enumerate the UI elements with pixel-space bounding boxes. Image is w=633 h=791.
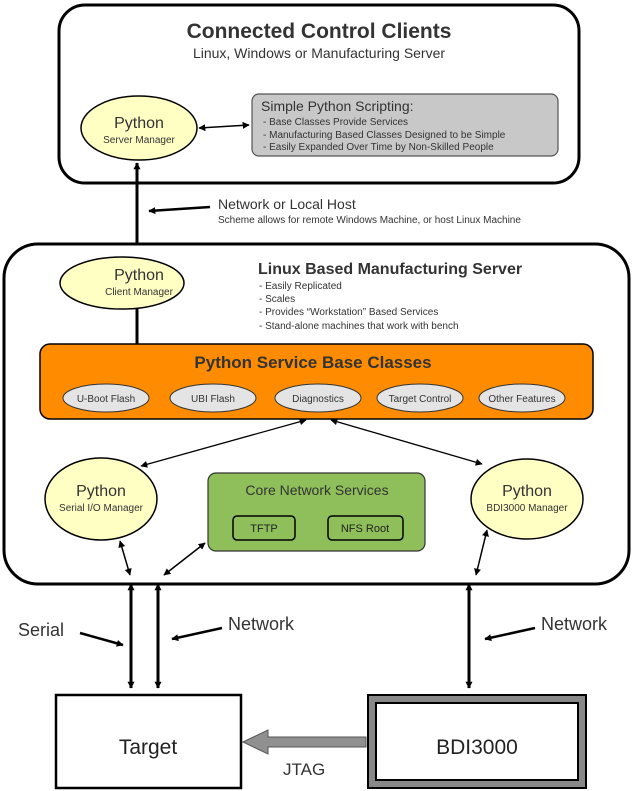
core-network-down-arrow (163, 542, 206, 576)
serial-manager-down-arrow (118, 540, 132, 576)
network-left-label: Network (228, 614, 295, 634)
pill-label: U-Boot Flash (77, 394, 135, 405)
serial-pointer-arrow (79, 631, 124, 647)
bdi-manager-title: Python (502, 483, 552, 500)
network-left-pointer-arrow (171, 626, 223, 642)
diagnostics-bdi-arrow (330, 418, 483, 466)
server-manager-subtitle: Server Manager (103, 135, 175, 146)
tftp-label: TFTP (250, 523, 278, 535)
clients-subtitle: Linux, Windows or Manufacturing Server (193, 45, 445, 61)
network-right-label: Network (541, 614, 608, 634)
client-manager-title: Python (114, 267, 164, 284)
pill-label: Diagnostics (292, 394, 344, 405)
core-network-box: Core Network Services TFTP NFS Root (207, 472, 426, 552)
diagnostics-serial-arrow (140, 418, 307, 468)
base-class-pill: U-Boot Flash (62, 383, 150, 413)
server-bullet: - Provides “Workstation” Based Services (259, 307, 438, 318)
scripting-bullet: - Base Classes Provide Services (263, 117, 408, 128)
scripting-bullet: - Easily Expanded Over Time by Non-Skill… (263, 142, 494, 153)
network-local-title: Network or Local Host (218, 196, 356, 212)
bdi-manager-node: Python BDI3000 Manager (470, 458, 584, 540)
pill-label: Other Features (488, 394, 555, 405)
pill-label: UBI Flash (191, 394, 235, 405)
target-label: Target (119, 736, 178, 759)
pill-label: Target Control (389, 394, 452, 405)
scripting-box: Simple Python Scripting: - Base Classes … (251, 93, 559, 157)
serial-manager-title: Python (76, 483, 126, 500)
nfs-label: NFS Root (341, 523, 389, 535)
network-pointer-arrow (148, 205, 211, 215)
serial-manager-subtitle: Serial I/O Manager (59, 503, 144, 514)
nfs-service: NFS Root (327, 515, 404, 541)
server-title: Linux Based Manufacturing Server (258, 261, 522, 278)
serial-label: Serial (18, 620, 64, 640)
target-box: Target (54, 693, 243, 790)
base-classes-title: Python Service Base Classes (194, 353, 431, 372)
clients-title: Connected Control Clients (187, 20, 452, 43)
server-manager-title: Python (114, 115, 164, 132)
base-classes-box: Python Service Base Classes U-Boot Flash… (39, 343, 594, 420)
base-class-pill: Diagnostics (274, 383, 362, 413)
bdi-manager-down-arrow (474, 529, 489, 576)
server-bullet: - Easily Replicated (259, 281, 342, 292)
serial-manager-node: Python Serial I/O Manager (44, 457, 158, 541)
server-bullet: - Stand-alone machines that work with be… (259, 321, 459, 332)
network-right-pointer-arrow (484, 626, 536, 642)
base-class-pill: Target Control (376, 383, 464, 413)
base-class-pill: Other Features (478, 383, 566, 413)
scripting-link-arrow (198, 121, 250, 132)
server-manager-node: Python Server Manager (80, 95, 198, 161)
tftp-service: TFTP (232, 515, 296, 541)
jtag-label: JTAG (283, 760, 325, 779)
bdi-box: BDI3000 (367, 694, 587, 789)
base-class-pill: UBI Flash (169, 383, 257, 413)
core-network-title: Core Network Services (245, 482, 388, 498)
client-manager-node: Python Client Manager (59, 256, 185, 310)
server-bullet: - Scales (259, 294, 295, 305)
client-manager-subtitle: Client Manager (105, 287, 173, 298)
bdi-manager-subtitle: BDI3000 Manager (486, 503, 568, 514)
scripting-bullet: - Manufacturing Based Classes Designed t… (263, 130, 506, 141)
scripting-title: Simple Python Scripting: (261, 98, 414, 114)
jtag-arrow (241, 729, 367, 755)
network-local-desc: Scheme allows for remote Windows Machine… (218, 215, 521, 226)
bdi-label: BDI3000 (436, 736, 518, 759)
